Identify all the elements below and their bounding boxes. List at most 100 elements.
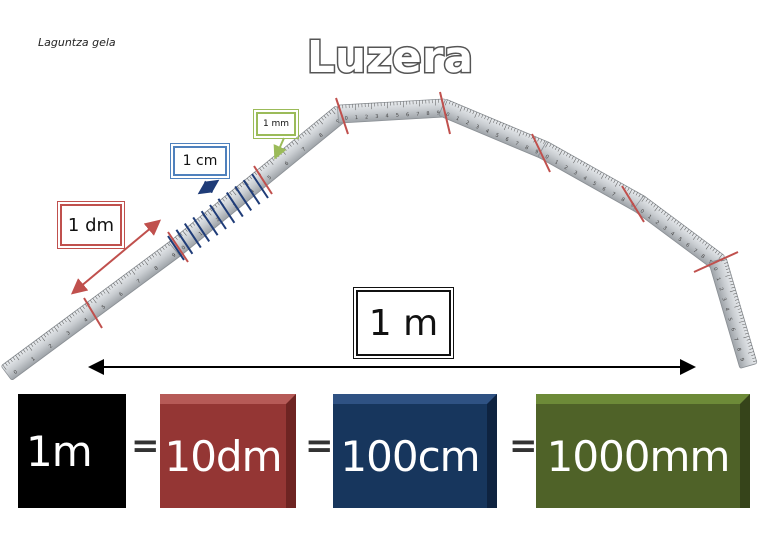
centimeter-lines — [167, 173, 269, 261]
ruler-digit: 3 — [475, 124, 480, 131]
cm-line — [234, 185, 253, 211]
ruler-digit: 9 — [437, 110, 441, 116]
ruler-digit: 1 — [30, 356, 36, 363]
cm-line — [242, 179, 261, 205]
page-title: Luzera — [305, 31, 474, 81]
dm-mark — [83, 297, 103, 329]
ruler-digit: 3 — [720, 297, 727, 302]
ruler-digit: 0 — [13, 369, 19, 376]
equals-sign: = — [131, 426, 160, 466]
ruler-digit: 3 — [572, 170, 578, 177]
ruler-digit: 2 — [215, 217, 221, 224]
ruler-digit: 6 — [406, 112, 410, 118]
ruler-digit: 8 — [524, 145, 529, 152]
ruler-digit: 6 — [284, 160, 290, 167]
ruler-digit: 2 — [465, 120, 470, 127]
ruler-digit: 4 — [385, 113, 389, 119]
dm-mark — [621, 185, 645, 223]
ruler-digit: 4 — [582, 175, 588, 182]
cm-line — [175, 229, 194, 255]
ruler-digit: 2 — [563, 165, 569, 172]
dm-mark — [167, 231, 189, 263]
ruler-digit: 4 — [83, 317, 89, 324]
dm-mark — [253, 165, 273, 195]
ruler-digit: 0 — [345, 116, 349, 122]
label-millimeter: 1 mm — [253, 109, 299, 139]
equals-sign: = — [509, 426, 538, 466]
ruler-digit: 7 — [732, 337, 739, 342]
ruler-digit: 4 — [723, 307, 730, 312]
ruler-digit: 0 — [445, 112, 450, 119]
ruler-digit: 7 — [692, 248, 698, 255]
ruler-digit: 3 — [375, 114, 379, 120]
dm-mark — [439, 91, 451, 135]
label-meter: 1 m — [353, 287, 454, 359]
ruler-digit: 9 — [171, 252, 177, 259]
ruler-digit: 1 — [355, 115, 359, 121]
ruler-digit: 8 — [700, 253, 706, 260]
ruler-digit: 7 — [416, 111, 420, 117]
ruler-digit: 3 — [662, 225, 668, 232]
ruler-digit: 7 — [514, 141, 519, 148]
ruler-digit: 2 — [717, 287, 724, 292]
ruler-segment: 0 1 2 3 4 5 6 7 8 9 — [708, 257, 758, 369]
ruler-digit: 1 — [198, 231, 204, 238]
block-decimeter: 10dm — [160, 394, 296, 508]
cm-line — [217, 198, 236, 224]
ruler-digit: 4 — [484, 128, 489, 135]
centimeter-arrow — [197, 179, 220, 195]
ruler-digit: 2 — [48, 343, 54, 350]
page-title-text: Luzera — [307, 32, 473, 80]
ruler-digit: 1 — [715, 277, 722, 282]
cm-line — [167, 235, 185, 261]
ruler-digit: 8 — [620, 197, 626, 204]
ruler-digit: 0 — [181, 245, 187, 252]
equals-sign: = — [305, 426, 334, 466]
ruler-digit: 6 — [601, 186, 607, 193]
cm-line — [251, 173, 269, 199]
ruler-digit: 1 — [553, 159, 559, 166]
block-meter: 1m — [18, 394, 126, 508]
cm-line — [192, 216, 211, 242]
ruler-digit: 0 — [544, 154, 550, 161]
block-centimeter: 100cm — [333, 394, 497, 508]
ruler-digit: 2 — [654, 220, 660, 227]
ruler-digit: 5 — [677, 236, 683, 243]
ruler-digit: 3 — [66, 330, 72, 337]
ruler-digit: 1 — [455, 116, 460, 123]
ruler-digit: 4 — [669, 231, 675, 238]
ruler-digit: 6 — [684, 242, 690, 249]
dm-mark — [531, 133, 551, 173]
ruler-digit: 9 — [738, 357, 745, 362]
block-millimeter: 1000mm — [536, 394, 750, 508]
dm-mark — [693, 251, 739, 273]
decimeter-arrow — [70, 219, 162, 295]
label-decimeter: 1 dm — [57, 201, 125, 249]
caption: Laguntza gela — [38, 36, 116, 49]
decimeter-marks — [83, 91, 739, 329]
ruler-digit: 7 — [301, 146, 307, 153]
ruler-digit: 6 — [729, 327, 736, 332]
cm-line — [183, 223, 202, 249]
ruler-digit: 0 — [712, 267, 719, 272]
ruler-digit: 8 — [426, 111, 430, 117]
cm-line — [209, 204, 227, 230]
cm-line — [225, 192, 244, 218]
ruler-digit: 5 — [494, 132, 499, 139]
ruler-digit: 0 — [639, 208, 645, 215]
ruler-digit: 9 — [534, 149, 539, 156]
ruler-digit: 5 — [726, 317, 733, 322]
ruler-digit: 9 — [629, 202, 635, 209]
ruler-digit: 8 — [735, 347, 742, 352]
ruler-digit: 6 — [504, 136, 509, 143]
millimeter-arrow — [273, 137, 287, 160]
dm-mark — [335, 97, 349, 135]
ruler-digit: 5 — [591, 181, 597, 188]
cm-line — [200, 210, 219, 236]
label-centimeter: 1 cm — [170, 143, 230, 179]
